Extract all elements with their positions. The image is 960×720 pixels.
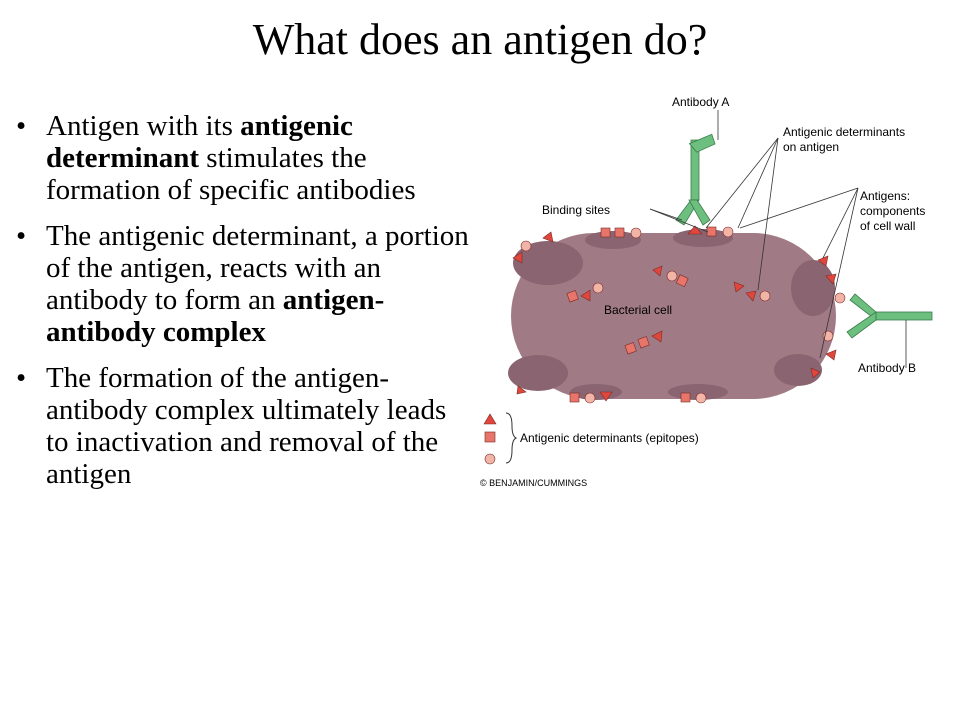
bullet-text: The antigenic determinant, a portion of … — [46, 220, 469, 316]
antibody-b — [846, 293, 933, 339]
antigen-cluster — [566, 282, 604, 303]
bullet-text: The formation of the antigen-antibody co… — [46, 362, 447, 490]
bullet-marker: • — [16, 110, 27, 142]
antigens-label: components — [860, 204, 925, 218]
triangle-epitope-icon — [483, 413, 497, 425]
bullet-marker: • — [16, 362, 27, 394]
bullet-item: • The antigenic determinant, a portion o… — [10, 220, 470, 348]
bacterial-cell — [511, 233, 836, 399]
antigens-label: of cell wall — [860, 219, 915, 233]
bullet-text: Antigen with its — [46, 110, 241, 142]
antigenic-determinants-label: Antigenic determinants — [783, 125, 905, 139]
bullet-text: stimulates the formation of specific ant… — [46, 142, 416, 206]
antigen-diagram: Antibody A Antigenic determinants on ant… — [480, 95, 933, 488]
bullet-bold-text: antigen-antibody complex — [46, 284, 385, 348]
cell-wall-patch — [513, 241, 583, 285]
cell-wall-patch — [508, 355, 568, 391]
epitopes-legend-label: Antigenic determinants (epitopes) — [520, 431, 699, 445]
binding-sites-label: Binding sites — [542, 203, 610, 217]
antibody-a — [675, 133, 716, 226]
bullet-marker: • — [16, 220, 27, 252]
cell-wall-patch — [774, 354, 822, 386]
bullet-item: • Antigen with its antigenic determinant… — [10, 110, 470, 206]
bullet-item: • The formation of the antigen-antibody … — [10, 362, 470, 490]
antigen-cluster — [733, 281, 771, 302]
bullet-list: • Antigen with its antigenic determinant… — [10, 110, 470, 504]
antigenic-determinants-label: on antigen — [783, 140, 839, 154]
slide-title: What does an antigen do? — [252, 15, 708, 64]
cell-wall-patch — [791, 260, 835, 316]
antigens-label: Antigens: — [860, 189, 910, 203]
antibody-b-label: Antibody B — [858, 361, 916, 375]
bacterial-cell-label: Bacterial cell — [604, 303, 672, 317]
antigen-cluster — [624, 330, 663, 355]
antigen-cluster — [652, 265, 689, 288]
legend-brace — [505, 412, 518, 464]
antibody-a-label: Antibody A — [672, 95, 729, 109]
cell-wall-patch — [673, 229, 733, 247]
copyright-label: © BENJAMIN/CUMMINGS — [480, 478, 587, 488]
epitope-legend: Antigenic determinants (epitopes) — [483, 412, 699, 465]
circle-epitope-icon — [484, 453, 496, 465]
square-epitope-icon — [484, 431, 496, 443]
cell-wall-patch — [585, 231, 641, 249]
bullet-bold-text: antigenic determinant — [46, 110, 353, 174]
leader-lines — [649, 110, 907, 368]
surface-epitope — [512, 225, 846, 404]
